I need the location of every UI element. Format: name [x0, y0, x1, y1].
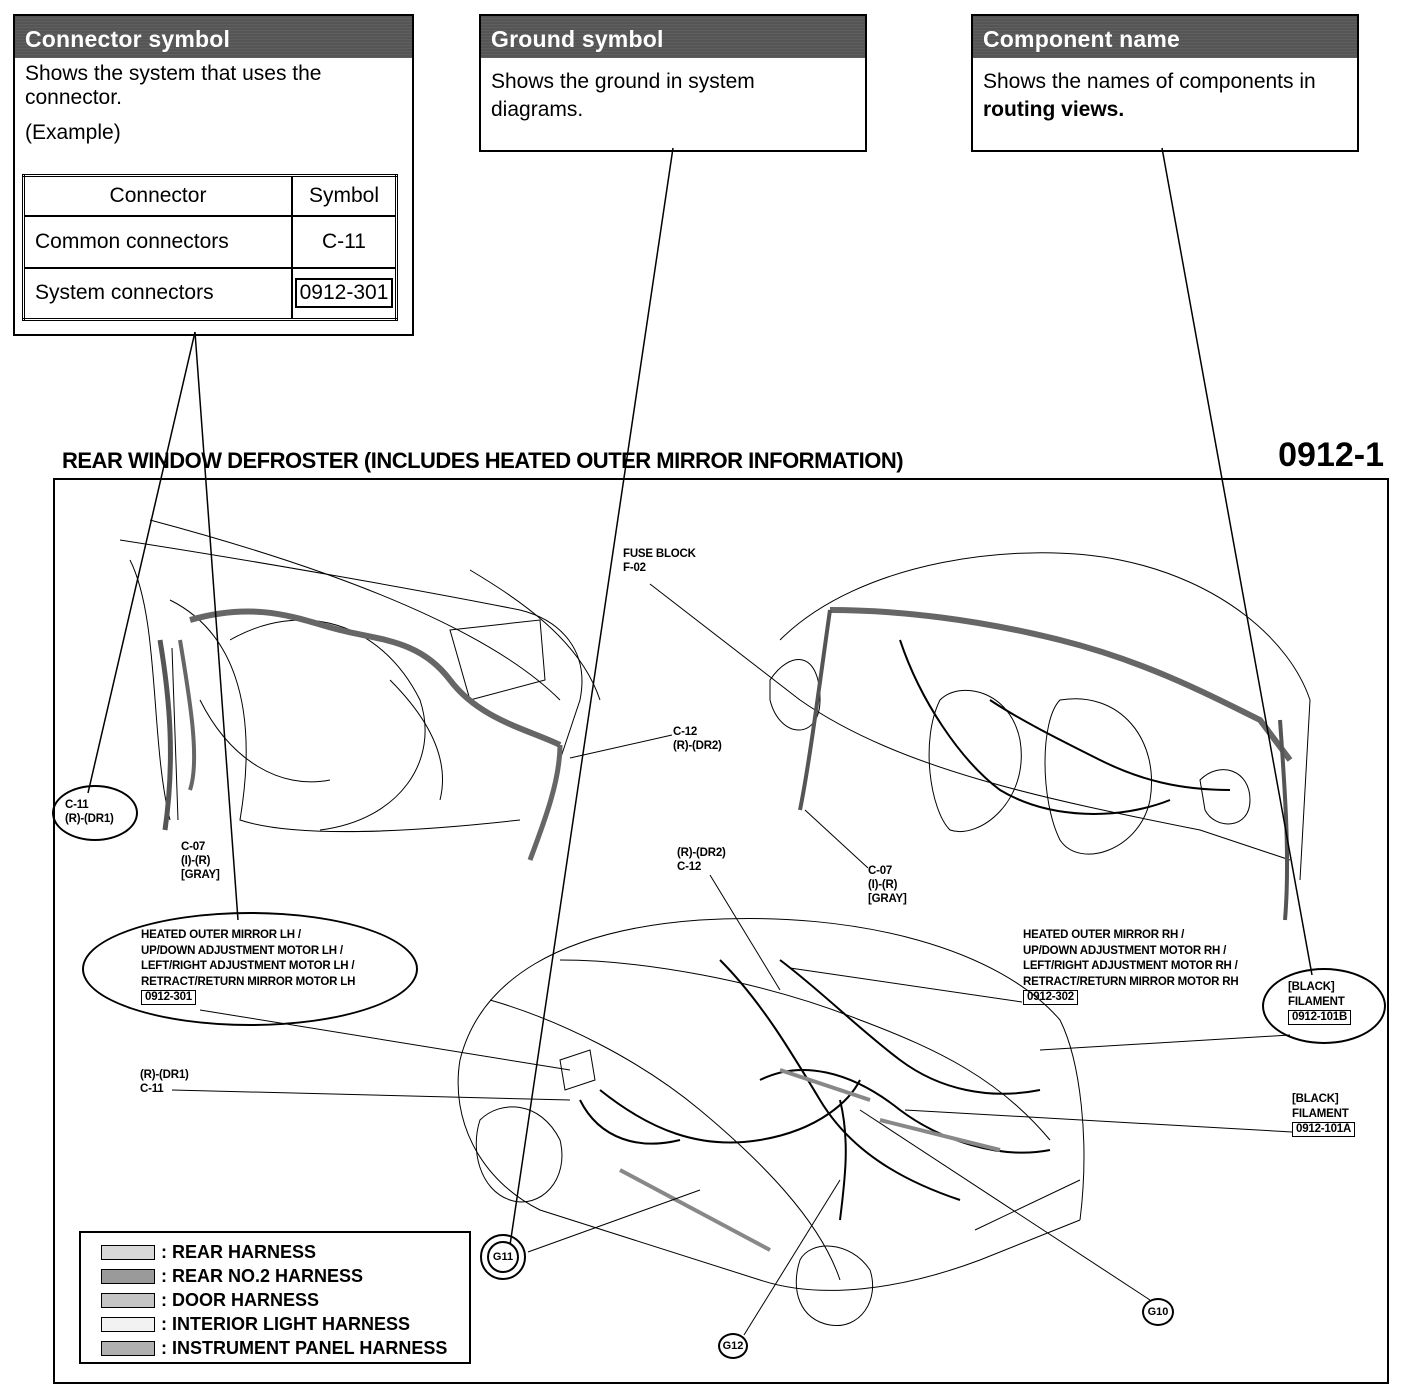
label-filament-b-color: [BLACK] — [1288, 981, 1335, 993]
legend-label: : REAR HARNESS — [161, 1241, 317, 1262]
legend-swatch — [101, 1316, 155, 1332]
label-filament-a-code: 0912-101A — [1292, 1122, 1356, 1137]
label-mirror-lh-line1: HEATED OUTER MIRROR LH / — [141, 929, 301, 941]
label-c12-top-code: C-12 — [673, 726, 698, 738]
table-row-system-symbol-cell: 0912-301 — [291, 266, 398, 321]
label-filament-a-name: FILAMENT — [1292, 1108, 1349, 1120]
label-mirror-rh-line3: LEFT/RIGHT ADJUSTMENT MOTOR RH / — [1023, 960, 1238, 972]
label-c07-right-system: (I)-(R) — [868, 879, 898, 891]
legend-label: : DOOR HARNESS — [161, 1289, 320, 1310]
ground-g12: G12 — [718, 1333, 748, 1359]
label-c11-mid-code: C-11 — [140, 1083, 164, 1095]
label-c12-mid-system: (R)-(DR2) — [677, 847, 726, 859]
harness-legend: : REAR HARNESS : REAR NO.2 HARNESS : DOO… — [79, 1231, 471, 1364]
label-c07-left-code: C-07 — [181, 841, 206, 853]
connector-example-table: Connector Symbol Common connectors C-11 … — [22, 174, 398, 321]
ground-symbol-title: Ground symbol — [481, 16, 865, 58]
label-c07-left: C-07 (I)-(R) [GRAY] — [181, 840, 220, 882]
legend-swatch — [101, 1268, 155, 1284]
label-mirror-lh-line4: RETRACT/RETURN MIRROR MOTOR LH — [141, 975, 356, 988]
label-c12-top-system: (R)-(DR2) — [673, 740, 722, 752]
label-c11-top-code: C-11 — [65, 799, 89, 811]
legend-swatch — [101, 1244, 155, 1260]
component-name-title: Component name — [973, 16, 1357, 58]
ground-g11-highlight-ring — [480, 1234, 526, 1280]
label-filament-a: [BLACK] FILAMENT 0912-101A — [1292, 1092, 1356, 1137]
label-c11-mid: (R)-(DR1) C-11 — [140, 1068, 189, 1096]
legend-item-instrument-panel-harness: : INSTRUMENT PANEL HARNESS — [101, 1338, 447, 1358]
legend-swatch — [101, 1340, 155, 1356]
mirror-lh-highlight-ring — [82, 912, 418, 1026]
table-row-system-name: System connectors — [22, 266, 293, 321]
ground-g10: G10 — [1142, 1298, 1174, 1326]
legend-label: : REAR NO.2 HARNESS — [161, 1265, 364, 1286]
legend-item-rear-no2-harness: : REAR NO.2 HARNESS — [101, 1266, 363, 1286]
label-mirror-rh-line2: UP/DOWN ADJUSTMENT MOTOR RH / — [1023, 944, 1227, 957]
label-c11-top-system: (R)-(DR1) — [65, 813, 114, 825]
component-name-description: Shows the names of components in — [983, 70, 1316, 93]
label-filament-b-name: FILAMENT — [1288, 996, 1345, 1008]
component-name-description-strong: routing views. — [983, 98, 1125, 121]
legend-label: : INTERIOR LIGHT HARNESS — [161, 1313, 411, 1334]
label-mirror-rh-line1: HEATED OUTER MIRROR RH / — [1023, 929, 1185, 941]
table-header-connector: Connector — [22, 174, 293, 217]
label-mirror-rh-line4: RETRACT/RETURN MIRROR MOTOR RH — [1023, 975, 1239, 988]
label-c07-right: C-07 (I)-(R) [GRAY] — [868, 864, 907, 906]
ground-symbol-callout: Ground symbol Shows the ground in system… — [479, 14, 867, 152]
label-mirror-lh-code: 0912-301 — [141, 990, 196, 1005]
diagram-number: 0912-1 — [1278, 436, 1384, 474]
diagram-title: REAR WINDOW DEFROSTER (INCLUDES HEATED O… — [62, 448, 904, 473]
filament-b-highlight-ring — [1262, 968, 1386, 1044]
label-c07-right-color: [GRAY] — [868, 893, 907, 905]
label-c11-mid-system: (R)-(DR1) — [140, 1069, 189, 1081]
component-name-callout: Component name Shows the names of compon… — [971, 14, 1359, 152]
label-filament-b-code: 0912-101B — [1288, 1010, 1352, 1025]
label-c07-left-color: [GRAY] — [181, 869, 220, 881]
table-row-system-symbol: 0912-301 — [294, 278, 394, 309]
c11-highlight-ring — [52, 785, 138, 841]
label-fuse-block-code: F-02 — [623, 562, 646, 574]
legend-label: : INSTRUMENT PANEL HARNESS — [161, 1337, 448, 1358]
legend-item-door-harness: : DOOR HARNESS — [101, 1290, 319, 1310]
label-c12-mid: (R)-(DR2) C-12 — [677, 846, 726, 874]
legend-swatch — [101, 1292, 155, 1308]
label-mirror-lh-line3: LEFT/RIGHT ADJUSTMENT MOTOR LH / — [141, 960, 355, 972]
label-filament-b: [BLACK] FILAMENT 0912-101B — [1288, 980, 1352, 1025]
connector-symbol-title: Connector symbol — [15, 16, 412, 58]
label-filament-a-color: [BLACK] — [1292, 1093, 1339, 1105]
label-c12-top: C-12 (R)-(DR2) — [673, 725, 722, 753]
label-c11-top: C-11 (R)-(DR1) — [65, 798, 114, 826]
diagram-frame — [53, 478, 1389, 1384]
ground-symbol-description: Shows the ground in system diagrams. — [491, 70, 755, 121]
table-row-common-name: Common connectors — [22, 214, 293, 269]
label-fuse-block: FUSE BLOCK F-02 — [623, 547, 696, 575]
label-c12-mid-code: C-12 — [677, 861, 702, 873]
label-mirror-rh-code: 0912-302 — [1023, 990, 1078, 1005]
label-c07-left-system: (I)-(R) — [181, 855, 211, 867]
label-fuse-block-name: FUSE BLOCK — [623, 548, 696, 560]
table-header-symbol: Symbol — [291, 174, 398, 217]
table-row-common-symbol: C-11 — [291, 214, 398, 269]
ground-g11: G11 — [487, 1241, 519, 1273]
connector-symbol-description: Shows the system that uses the connector… — [25, 62, 322, 109]
legend-item-interior-light-harness: : INTERIOR LIGHT HARNESS — [101, 1314, 410, 1334]
legend-item-rear-harness: : REAR HARNESS — [101, 1242, 316, 1262]
label-mirror-lh: HEATED OUTER MIRROR LH / UP/DOWN ADJUSTM… — [141, 928, 355, 1006]
label-c07-right-code: C-07 — [868, 865, 893, 877]
connector-symbol-example-label: (Example) — [25, 121, 121, 144]
label-mirror-lh-line2: UP/DOWN ADJUSTMENT MOTOR LH / — [141, 944, 343, 957]
label-mirror-rh: HEATED OUTER MIRROR RH / UP/DOWN ADJUSTM… — [1023, 928, 1239, 1006]
